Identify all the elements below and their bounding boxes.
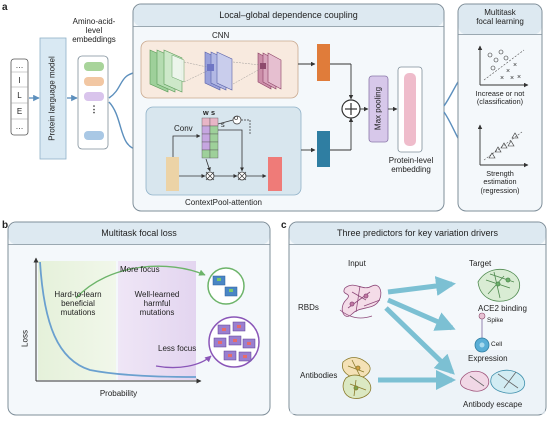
max-pooling-label: Max pooling	[373, 86, 383, 131]
input-header: Input	[348, 259, 366, 268]
arrow-rbd-to-ace2	[387, 276, 456, 296]
cnn-label: CNN	[212, 31, 230, 40]
target-header: Target	[469, 259, 492, 268]
svg-text:×: ×	[510, 75, 514, 82]
s-sub-label: s	[221, 120, 225, 129]
coupling-title-bar	[133, 4, 444, 27]
hard-to-learn-label: Hard-to-learn beneficial mutations	[54, 290, 102, 318]
escape-structure	[460, 369, 526, 394]
residue-3: E	[16, 107, 23, 116]
protein-embedding-vector	[404, 73, 416, 146]
panel-b	[7, 221, 271, 416]
regression-label: Strength estimation (regression)	[480, 169, 520, 195]
more-focus-arrow	[75, 265, 206, 299]
attn-conv-stack	[201, 117, 219, 159]
ace2-structure	[477, 268, 521, 302]
attn-final-vector	[317, 131, 330, 167]
antibody-structure	[342, 357, 372, 399]
panel-c-title: Three predictors for key variation drive…	[336, 228, 499, 238]
well-learned-label: Well-learned harmful mutations	[134, 290, 180, 318]
panel-label-c: c	[281, 220, 287, 231]
less-focus-label: Less focus	[158, 344, 197, 353]
panel-c-title-bar	[289, 222, 546, 245]
emb-vector-2	[84, 77, 104, 86]
expression-label: Expression	[468, 354, 508, 363]
antibodies-label: Antibodies	[300, 371, 338, 380]
svg-text:×: ×	[517, 74, 521, 81]
loss-axis-label: Loss	[20, 330, 30, 347]
hard-zone	[38, 261, 116, 380]
mtfl-title: Multitask focal learning	[476, 8, 524, 27]
mtfl-box	[457, 3, 543, 212]
probability-axis-label: Probability	[99, 389, 138, 398]
residue-0: …	[15, 61, 24, 70]
cnn-output-vector	[317, 44, 330, 81]
sequence-strip	[10, 58, 29, 136]
cnn-feature-maps-blue	[204, 51, 233, 91]
attention-box	[145, 106, 302, 196]
rbds-label: RBDs	[298, 303, 319, 312]
embeddings-ellipsis: ⋮	[89, 104, 99, 114]
residue-4: …	[15, 122, 24, 131]
panel-b-title-bar	[8, 222, 270, 245]
panel-label-a: a	[2, 2, 8, 13]
less-focus-arrow	[155, 355, 212, 369]
cell-spike-icon	[474, 312, 490, 353]
ctxpool-label: ContextPool-attention	[185, 198, 262, 207]
residue-2: L	[17, 91, 22, 100]
residue-1: I	[18, 76, 21, 85]
panel-a: × × × × ×	[10, 3, 543, 212]
plm-label: Protein language model	[47, 56, 57, 141]
cell-label: Cell	[491, 341, 503, 348]
panel-c	[288, 221, 547, 416]
coupling-title: Local–global dependence coupling	[219, 10, 358, 20]
svg-text:×: ×	[500, 75, 504, 82]
classification-label: Increase or not (classification)	[475, 89, 525, 107]
emb-vector-4	[84, 131, 104, 140]
panel-b-title: Multitask focal loss	[101, 228, 177, 238]
sigma-label: σ	[234, 113, 239, 122]
more-focus-circle	[207, 267, 245, 305]
s-label: s	[211, 108, 216, 117]
cnn-feature-maps-pink	[257, 52, 282, 90]
embeddings-label: Amino-acid- level embeddings	[72, 17, 116, 45]
more-focus-label: More focus	[120, 265, 160, 274]
attn-input-vector	[166, 157, 179, 191]
arrow-rbd-to-expression	[386, 297, 456, 331]
loss-curve	[39, 261, 197, 378]
spike-label: Spike	[487, 317, 504, 324]
rbd-structure	[339, 284, 382, 319]
w-label: w	[203, 108, 209, 117]
plm-box	[39, 37, 67, 160]
svg-text:×: ×	[506, 68, 510, 75]
cnn-feature-maps-green	[149, 49, 185, 93]
emb-vector-3	[84, 92, 104, 101]
less-focus-samples	[213, 321, 256, 362]
escape-label: Antibody escape	[463, 400, 523, 409]
mtfl-title-bar	[458, 4, 542, 35]
attn-output-vector	[268, 157, 282, 191]
panel-label-b: b	[2, 220, 9, 231]
ace2-label: ACE2 binding	[478, 304, 527, 313]
classification-plot: × × × × ×	[477, 45, 529, 88]
arrow-rbd-to-escape	[384, 306, 455, 375]
svg-text:×: ×	[513, 62, 517, 69]
emb-vector-1	[84, 62, 104, 71]
protein-embedding-label: Protein-level embedding	[388, 156, 434, 175]
well-zone	[118, 261, 196, 380]
conv-label: Conv	[174, 124, 193, 133]
regression-plot	[477, 124, 529, 168]
